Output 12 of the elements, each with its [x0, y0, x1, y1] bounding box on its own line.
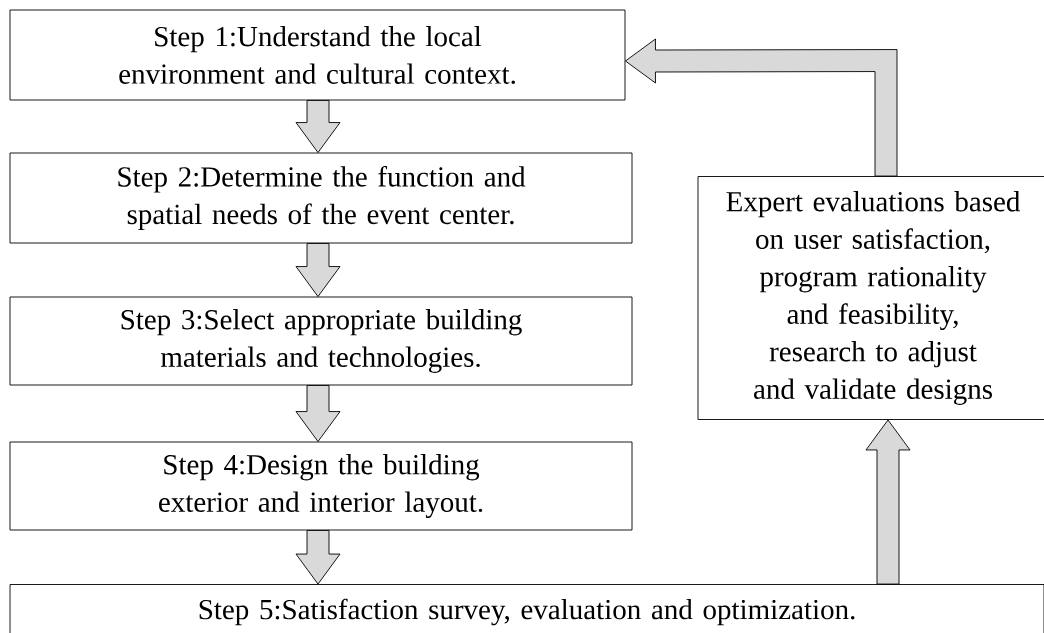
- block-arrow: [865, 419, 911, 585]
- block-arrow: [295, 100, 341, 153]
- process-box: Step 4:Design the building exterior and interior layout.: [9, 441, 633, 531]
- process-box: Step 1:Understand the local environment and cultural context.: [9, 9, 626, 101]
- block-arrow: [295, 243, 341, 297]
- process-box: Step 3:Select appropriate building materials and technologies.: [9, 296, 633, 386]
- process-box: Step 5:Satisfaction survey, evaluation and optimization.: [9, 584, 1044, 633]
- block-arrow: [295, 385, 341, 442]
- process-box: Step 2:Determine the function and spatial needs of the event center.: [9, 152, 633, 244]
- block-arrow: [625, 38, 898, 177]
- block-arrow: [295, 530, 341, 585]
- evaluation-box: Expert evaluations based on user satisfaction, program rationality and feasibility, research to adjust and validate designs: [697, 176, 1044, 420]
